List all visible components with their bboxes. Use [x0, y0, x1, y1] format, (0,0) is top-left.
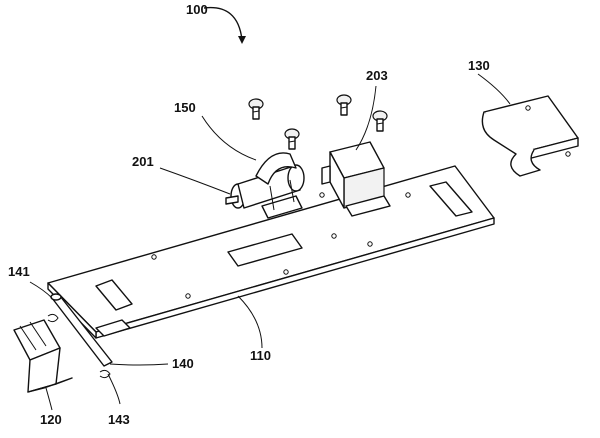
- leader-143: [107, 373, 121, 405]
- box-component: [321, 141, 391, 217]
- label-rod: 140: [172, 356, 194, 371]
- leader-lines: [29, 6, 511, 411]
- label-plate: 110: [250, 348, 271, 363]
- arrow-head: [238, 36, 246, 44]
- leader-150: [201, 115, 257, 161]
- leader-140: [109, 363, 169, 366]
- label-bracket: 150: [174, 100, 196, 115]
- screw-4: [372, 110, 388, 132]
- clip-component: [13, 319, 73, 393]
- leader-203: [355, 85, 377, 151]
- label-cover: 130: [468, 58, 490, 73]
- screw-2: [336, 94, 352, 116]
- screw-1: [248, 98, 264, 120]
- label-box: 203: [366, 68, 388, 83]
- label-assembly: 100: [186, 2, 208, 17]
- mounting-bracket: [255, 152, 303, 219]
- rod-component: [47, 293, 113, 379]
- leader-110: [237, 295, 263, 349]
- leader-141: [29, 281, 53, 299]
- cover-component: [481, 95, 579, 177]
- label-rod-end-bottom: 143: [108, 412, 130, 427]
- label-clip: 120: [40, 412, 62, 427]
- motor-component: [225, 164, 305, 209]
- assembly-arrow: [203, 6, 243, 41]
- leader-120: [45, 387, 53, 411]
- label-motor: 201: [132, 154, 154, 169]
- leader-130: [477, 73, 511, 105]
- leader-201: [159, 167, 231, 195]
- screw-3: [284, 128, 300, 150]
- label-rod-end-top: 141: [8, 264, 30, 279]
